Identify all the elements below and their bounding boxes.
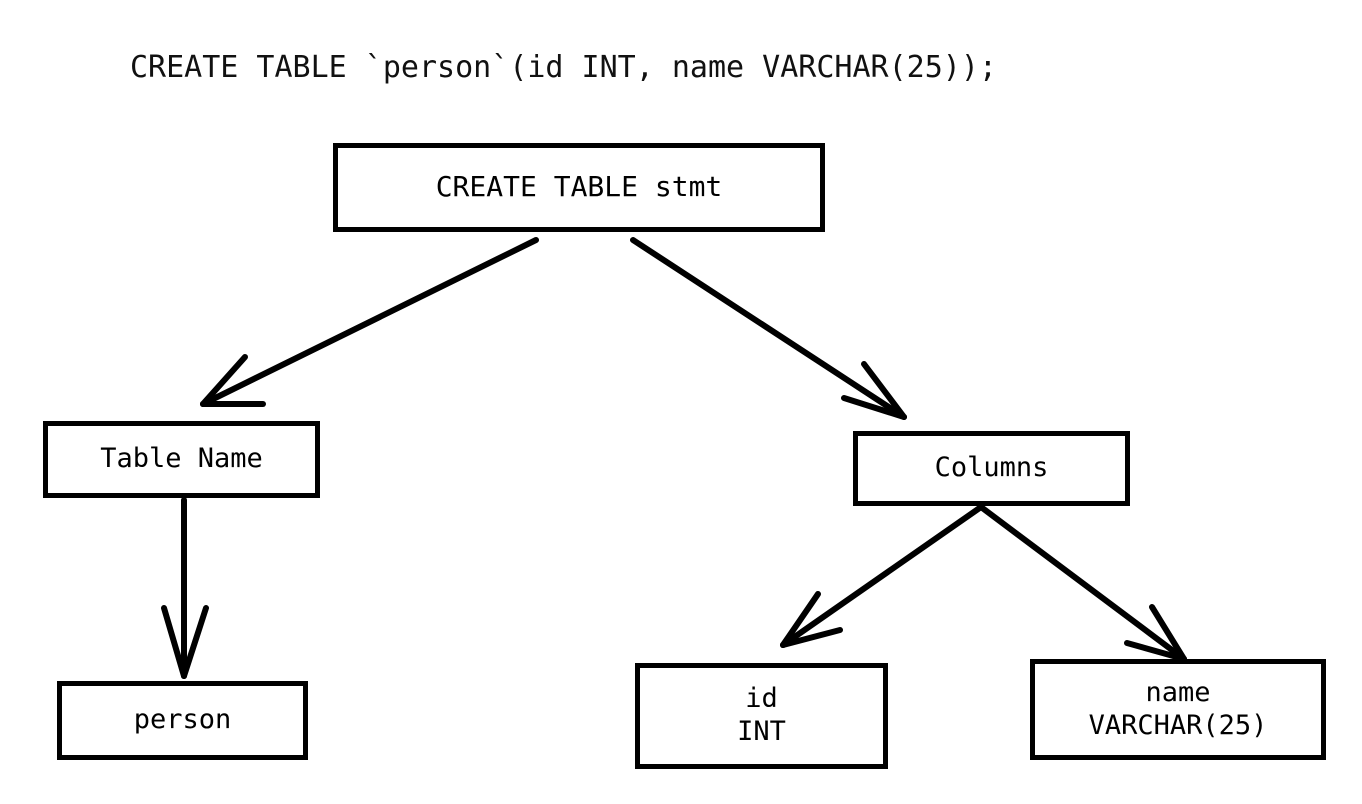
edge-root-to-table-name	[200, 237, 539, 407]
node-create-table-stmt[interactable]: CREATE TABLE stmt	[333, 143, 825, 232]
node-columns[interactable]: Columns	[853, 431, 1130, 506]
node-person[interactable]: person	[57, 681, 308, 760]
node-column-name[interactable]: name VARCHAR(25)	[1030, 659, 1326, 760]
node-column-name-name: name	[1145, 676, 1211, 708]
edge-columns-to-col-name	[978, 504, 1187, 662]
sql-statement-caption: CREATE TABLE `person`(id INT, name VARCH…	[130, 50, 997, 85]
edge-root-to-columns	[630, 237, 907, 420]
edge-columns-to-col-id	[780, 504, 984, 648]
node-column-id-name: id	[745, 683, 778, 715]
node-column-id-type: INT	[737, 716, 786, 747]
node-column-name-type: VARCHAR(25)	[1088, 709, 1268, 741]
edge-table-name-to-person	[161, 497, 209, 679]
node-column-id[interactable]: id INT	[635, 663, 888, 769]
node-table-name[interactable]: Table Name	[43, 421, 320, 498]
